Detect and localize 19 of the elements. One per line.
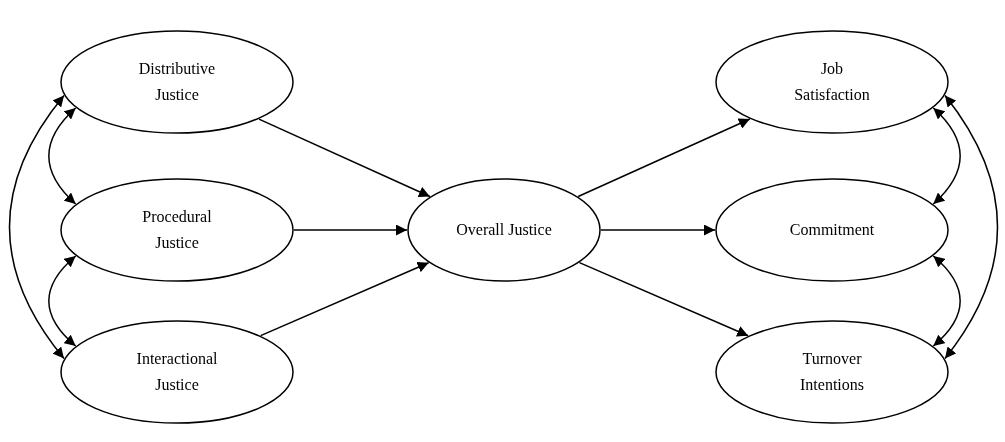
arrow: [578, 261, 749, 337]
arrow: [577, 118, 751, 198]
double-headed-arrow: [944, 94, 999, 360]
double-headed-arrow: [932, 255, 961, 347]
double-headed-arrow: [48, 107, 77, 205]
node-label: Turnover Intentions: [799, 349, 865, 395]
double-headed-arrow: [48, 255, 77, 347]
node-label: Job Satisfaction: [793, 59, 871, 105]
node-label: Distributive Justice: [137, 59, 217, 105]
arrow: [259, 262, 430, 337]
arrow: [600, 224, 716, 236]
node-label: Interactional Justice: [135, 349, 219, 395]
node-label: Procedural Justice: [141, 207, 213, 253]
double-headed-arrow: [8, 94, 65, 360]
arrow: [293, 224, 408, 236]
double-headed-arrow: [932, 107, 961, 205]
node-label: Commitment: [789, 220, 875, 240]
node-label: Overall Justice: [456, 220, 552, 240]
arrow: [258, 118, 431, 198]
